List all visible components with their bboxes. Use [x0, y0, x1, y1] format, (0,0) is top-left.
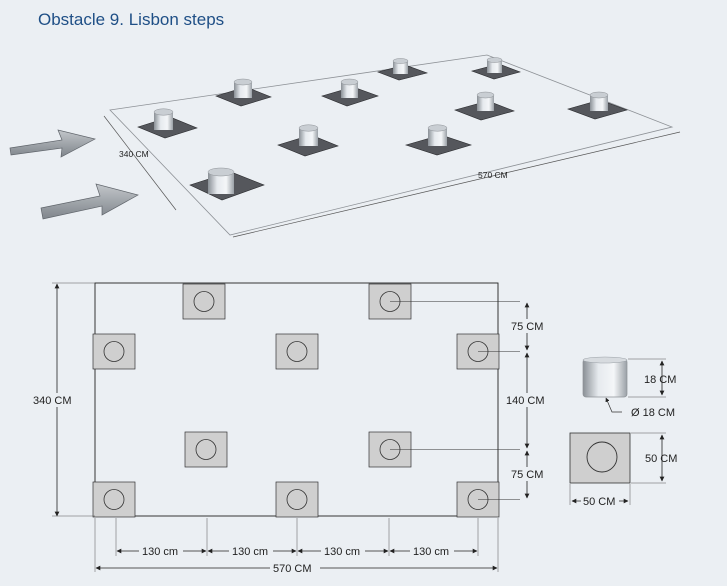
iso-cylinder [299, 128, 318, 146]
label-bg [270, 561, 320, 575]
iso-cylinder-top [207, 167, 235, 177]
iso-step-1 [215, 78, 272, 107]
label-bg [139, 544, 183, 558]
detail-plate-circle [586, 441, 618, 473]
iso-cylinder [477, 95, 494, 111]
direction-arrow-icon [40, 183, 139, 220]
iso-step-9 [567, 91, 628, 120]
plate-height-label: 50 CM [645, 453, 677, 465]
label-bg [508, 319, 546, 333]
spacing-top-label: 75 CM [511, 321, 543, 333]
iso-step-5 [137, 108, 198, 139]
iso-step-7 [404, 124, 473, 156]
iso-cylinder [590, 95, 608, 111]
iso-cylinder-top [486, 57, 503, 63]
detail-cylinder [582, 358, 628, 398]
col-spacing-label-4: 130 cm [413, 546, 449, 558]
plan-outline [94, 282, 499, 517]
total-width-label: 570 CM [273, 563, 312, 575]
plate-width-label: 50 CM [583, 496, 615, 508]
plan-plate [275, 333, 319, 370]
iso-cylinder-top [589, 91, 609, 99]
plan-plate [92, 333, 136, 370]
label-bg [505, 393, 549, 407]
label-bg [30, 393, 82, 407]
iso-cylinder-top [476, 91, 495, 99]
label-bg [581, 494, 619, 508]
iso-cylinder-top [298, 124, 319, 132]
plan-view: 340 CM 75 CM 140 CM 75 CM 130 cm 130 cm [30, 282, 549, 575]
iso-cylinder [428, 128, 447, 146]
col-spacing-label-2: 130 cm [232, 546, 268, 558]
isometric-view: 340 CM 570 CM [9, 54, 681, 238]
label-bg [229, 544, 273, 558]
page-title: Obstacle 9. Lisbon steps [38, 10, 225, 29]
detail-plate [569, 432, 631, 484]
iso-width-dim-line [232, 131, 681, 238]
plan-plate [275, 481, 319, 518]
iso-cylinder-top [427, 124, 448, 132]
iso-step-2 [321, 78, 379, 107]
iso-step-4 [470, 57, 521, 80]
plan-height-label: 340 CM [33, 395, 72, 407]
col-spacing-label-3: 130 cm [324, 546, 360, 558]
iso-cylinder [208, 172, 234, 194]
iso-step-8 [454, 91, 515, 121]
iso-cylinder [341, 82, 358, 98]
label-bg [410, 544, 454, 558]
iso-cylinder [393, 61, 408, 74]
plan-plate [184, 431, 228, 468]
col-spacing-label-1: 130 cm [142, 546, 178, 558]
label-bg [508, 467, 546, 481]
iso-cylinder-top [392, 58, 409, 64]
iso-cylinder [234, 82, 252, 98]
direction-arrow-icon [9, 129, 96, 158]
iso-ground-outline [109, 54, 674, 236]
iso-step-3 [377, 58, 429, 81]
plan-plate [92, 481, 136, 518]
cylinder-height-label: 18 CM [644, 374, 676, 386]
iso-cylinder [154, 112, 173, 130]
iso-depth-dim-line [103, 115, 177, 211]
spacing-bottom-label: 75 CM [511, 469, 543, 481]
iso-width-label: 570 CM [478, 170, 508, 180]
iso-step-6 [277, 124, 339, 157]
plan-plate [182, 283, 226, 320]
label-bg [321, 544, 365, 558]
iso-step-10 [189, 167, 265, 201]
iso-cylinder-top [153, 108, 174, 116]
iso-depth-label: 340 CM [119, 149, 149, 159]
iso-cylinder-top [233, 78, 253, 86]
detail-view: 18 CM Ø 18 CM 50 CM 50 CM [569, 356, 677, 508]
spacing-mid-label: 140 CM [506, 395, 545, 407]
leader-line [605, 397, 622, 413]
iso-cylinder-top [340, 78, 359, 86]
cylinder-diameter-label: Ø 18 CM [631, 407, 675, 419]
detail-cylinder-top [582, 356, 628, 364]
iso-cylinder [487, 60, 502, 73]
